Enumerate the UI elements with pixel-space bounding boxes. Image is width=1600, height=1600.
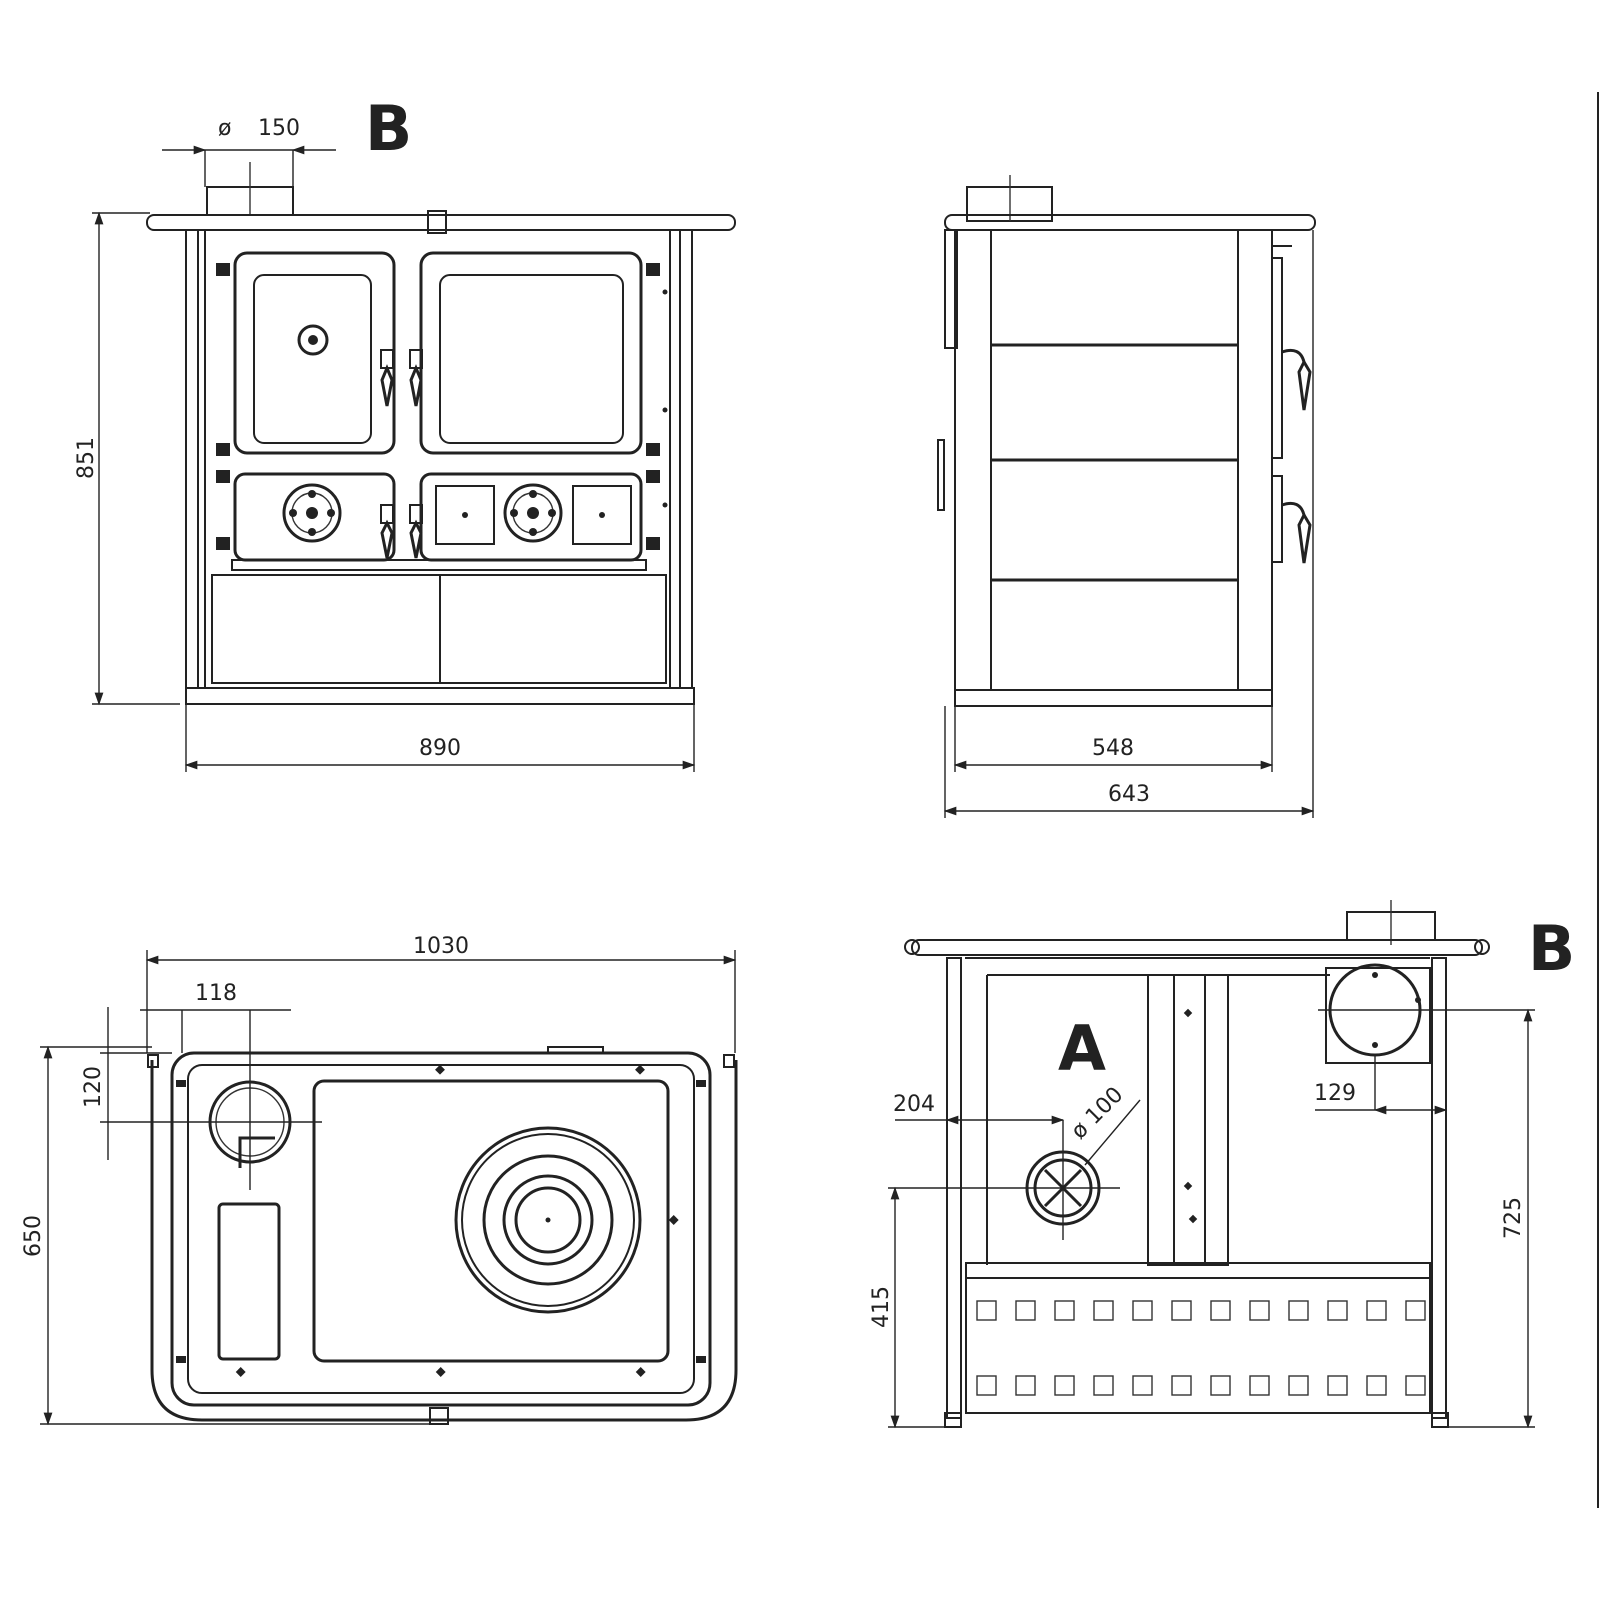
front-dimensions: ø 150 851 890 xyxy=(74,116,696,772)
view-label-a: A xyxy=(1058,1012,1106,1085)
flue-offset-y-dimension: 120 xyxy=(81,1066,106,1108)
air-regulator-knob-icon xyxy=(503,483,563,543)
width-dimension: 890 xyxy=(419,736,461,761)
top-width-dimension: 1030 xyxy=(413,934,469,959)
air-inlet-x-dimension: 204 xyxy=(893,1092,935,1117)
rear-flue-offset-dimension: 129 xyxy=(1314,1081,1356,1106)
view-label-b: B xyxy=(365,92,412,165)
side-dimensions: 548 643 xyxy=(943,230,1315,818)
flue-diameter-symbol: ø xyxy=(218,116,231,141)
door-handle-icon xyxy=(380,349,423,559)
air-inlet-height-dimension: 415 xyxy=(869,1286,894,1328)
rear-view xyxy=(904,900,1490,1428)
hotplate-rings-icon xyxy=(454,1126,642,1314)
height-dimension: 851 xyxy=(74,437,99,479)
vent-slots xyxy=(976,1300,1426,1396)
depth-body-dimension: 548 xyxy=(1092,736,1134,761)
thermometer-icon xyxy=(297,324,329,356)
front-view xyxy=(146,162,736,705)
rear-flue-height-dimension: 725 xyxy=(1501,1197,1526,1239)
view-label-b-rear: B xyxy=(1528,912,1575,985)
air-inlet-diameter-dimension: ø 100 xyxy=(1067,1082,1129,1144)
air-regulator-knob-icon xyxy=(282,483,342,543)
top-depth-dimension: 650 xyxy=(21,1215,46,1257)
flue-offset-x-dimension: 118 xyxy=(195,981,237,1006)
side-view xyxy=(937,175,1316,707)
top-view xyxy=(147,1046,738,1425)
door-handle-icon xyxy=(1281,348,1306,363)
top-dimensions: 1030 118 120 650 xyxy=(21,934,737,1426)
flue-diameter-value: 150 xyxy=(258,116,300,141)
depth-overall-dimension: 643 xyxy=(1108,782,1150,807)
rear-dimensions: 204 ø 100 415 129 725 xyxy=(869,1008,1535,1429)
